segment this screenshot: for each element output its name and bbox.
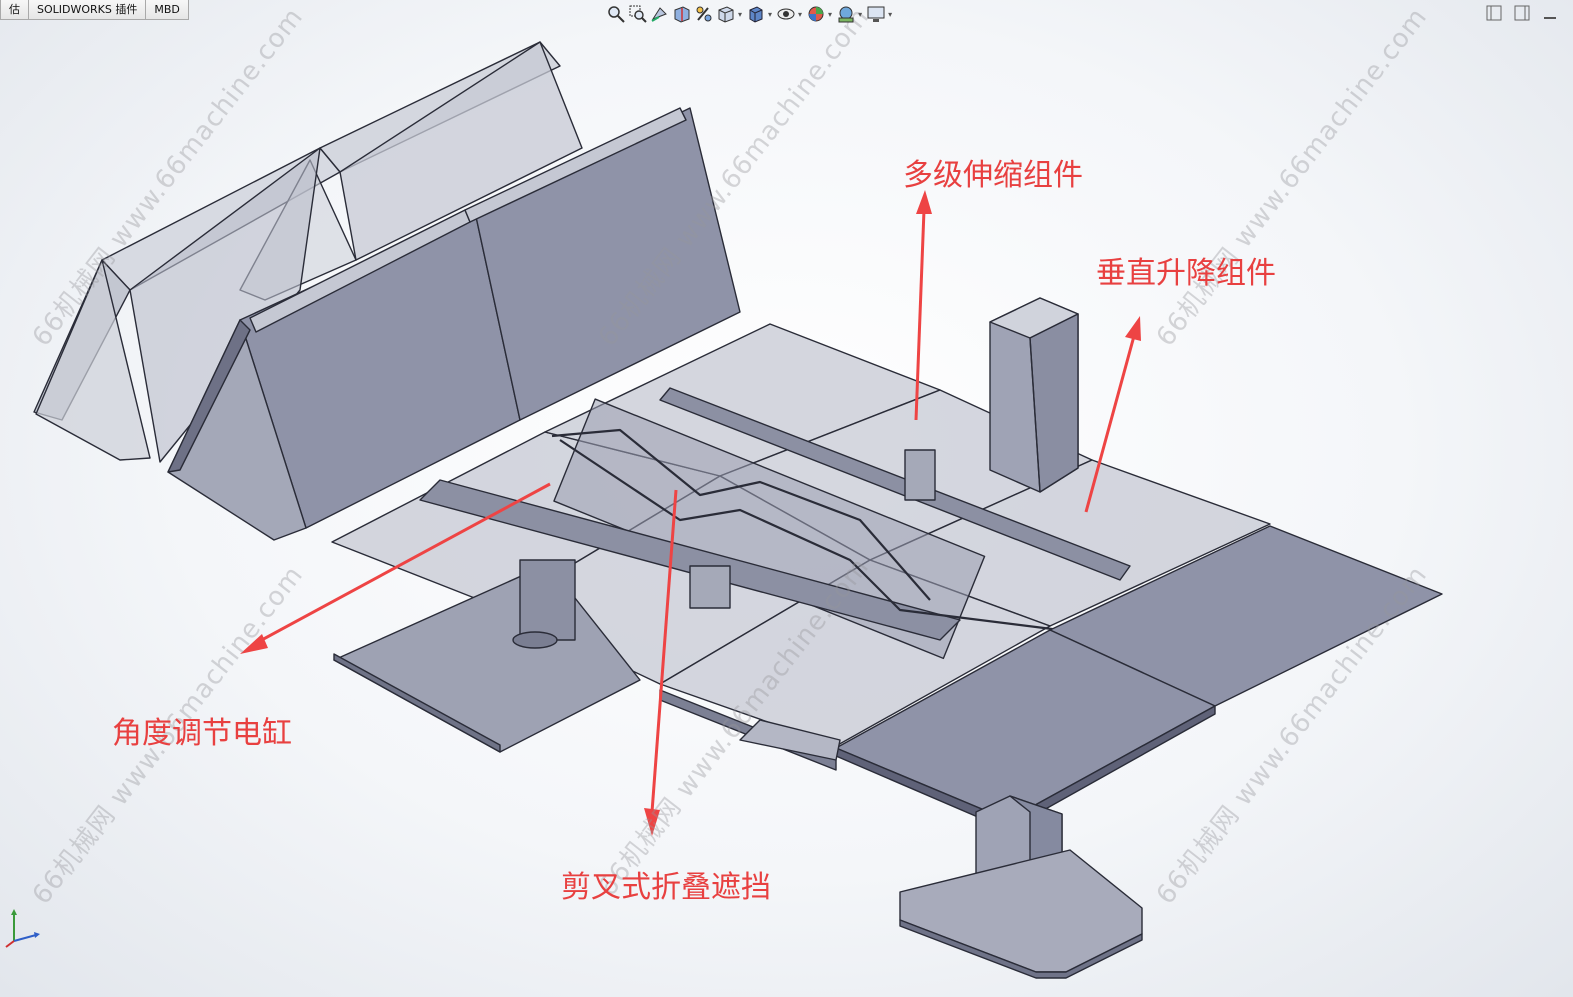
viewport-window-controls [1485, 4, 1559, 22]
reference-triad-icon [5, 909, 40, 948]
dynamic-annotation-icon[interactable] [694, 2, 714, 26]
tab-mbd[interactable]: MBD [145, 0, 189, 20]
label-telescopic-assembly: 多级伸缩组件 [903, 158, 1083, 193]
zoom-to-fit-icon[interactable] [606, 2, 626, 26]
display-style-icon[interactable]: ▾ [746, 2, 774, 26]
previous-view-icon[interactable] [650, 2, 670, 26]
chevron-down-icon[interactable]: ▾ [828, 9, 833, 19]
rear-glass-panels [33, 41, 583, 463]
right-solid-panels [835, 525, 1443, 831]
chevron-down-icon[interactable]: ▾ [768, 9, 773, 19]
chevron-down-icon[interactable]: ▾ [798, 9, 803, 19]
command-manager-tabs: 估 SOLIDWORKS 插件 MBD [0, 0, 189, 20]
tab-solidworks-addins[interactable]: SOLIDWORKS 插件 [28, 0, 147, 20]
collapse-left-icon[interactable] [1485, 4, 1503, 22]
view-settings-icon[interactable]: ▾ [866, 2, 894, 26]
minimize-icon[interactable] [1541, 4, 1559, 22]
collapse-right-icon[interactable] [1513, 4, 1531, 22]
view-orientation-icon[interactable]: ▾ [716, 2, 744, 26]
heads-up-view-toolbar: ▾ ▾ ▾ ▾ ▾ ▾ [606, 2, 894, 26]
chevron-down-icon[interactable]: ▾ [858, 9, 863, 19]
vertical-lift-column [989, 297, 1079, 493]
label-scissor-shade: 剪叉式折叠遮挡 [561, 870, 771, 905]
apply-scene-icon[interactable]: ▾ [836, 2, 864, 26]
tab-evaluate[interactable]: 估 [0, 0, 29, 20]
label-angle-actuator: 角度调节电缸 [112, 716, 292, 751]
front-solid-panels [167, 107, 741, 541]
zoom-area-icon[interactable] [628, 2, 648, 26]
label-vertical-lift-assembly: 垂直升降组件 [1096, 256, 1276, 291]
annotation-arrows [240, 190, 1141, 836]
drive-mechanism [419, 387, 1161, 662]
edit-appearance-icon[interactable]: ▾ [806, 2, 834, 26]
hide-show-items-icon[interactable]: ▾ [776, 2, 804, 26]
section-view-icon[interactable] [672, 2, 692, 26]
chevron-down-icon[interactable]: ▾ [888, 9, 893, 19]
chevron-down-icon[interactable]: ▾ [738, 9, 743, 19]
left-support-base [333, 559, 641, 753]
